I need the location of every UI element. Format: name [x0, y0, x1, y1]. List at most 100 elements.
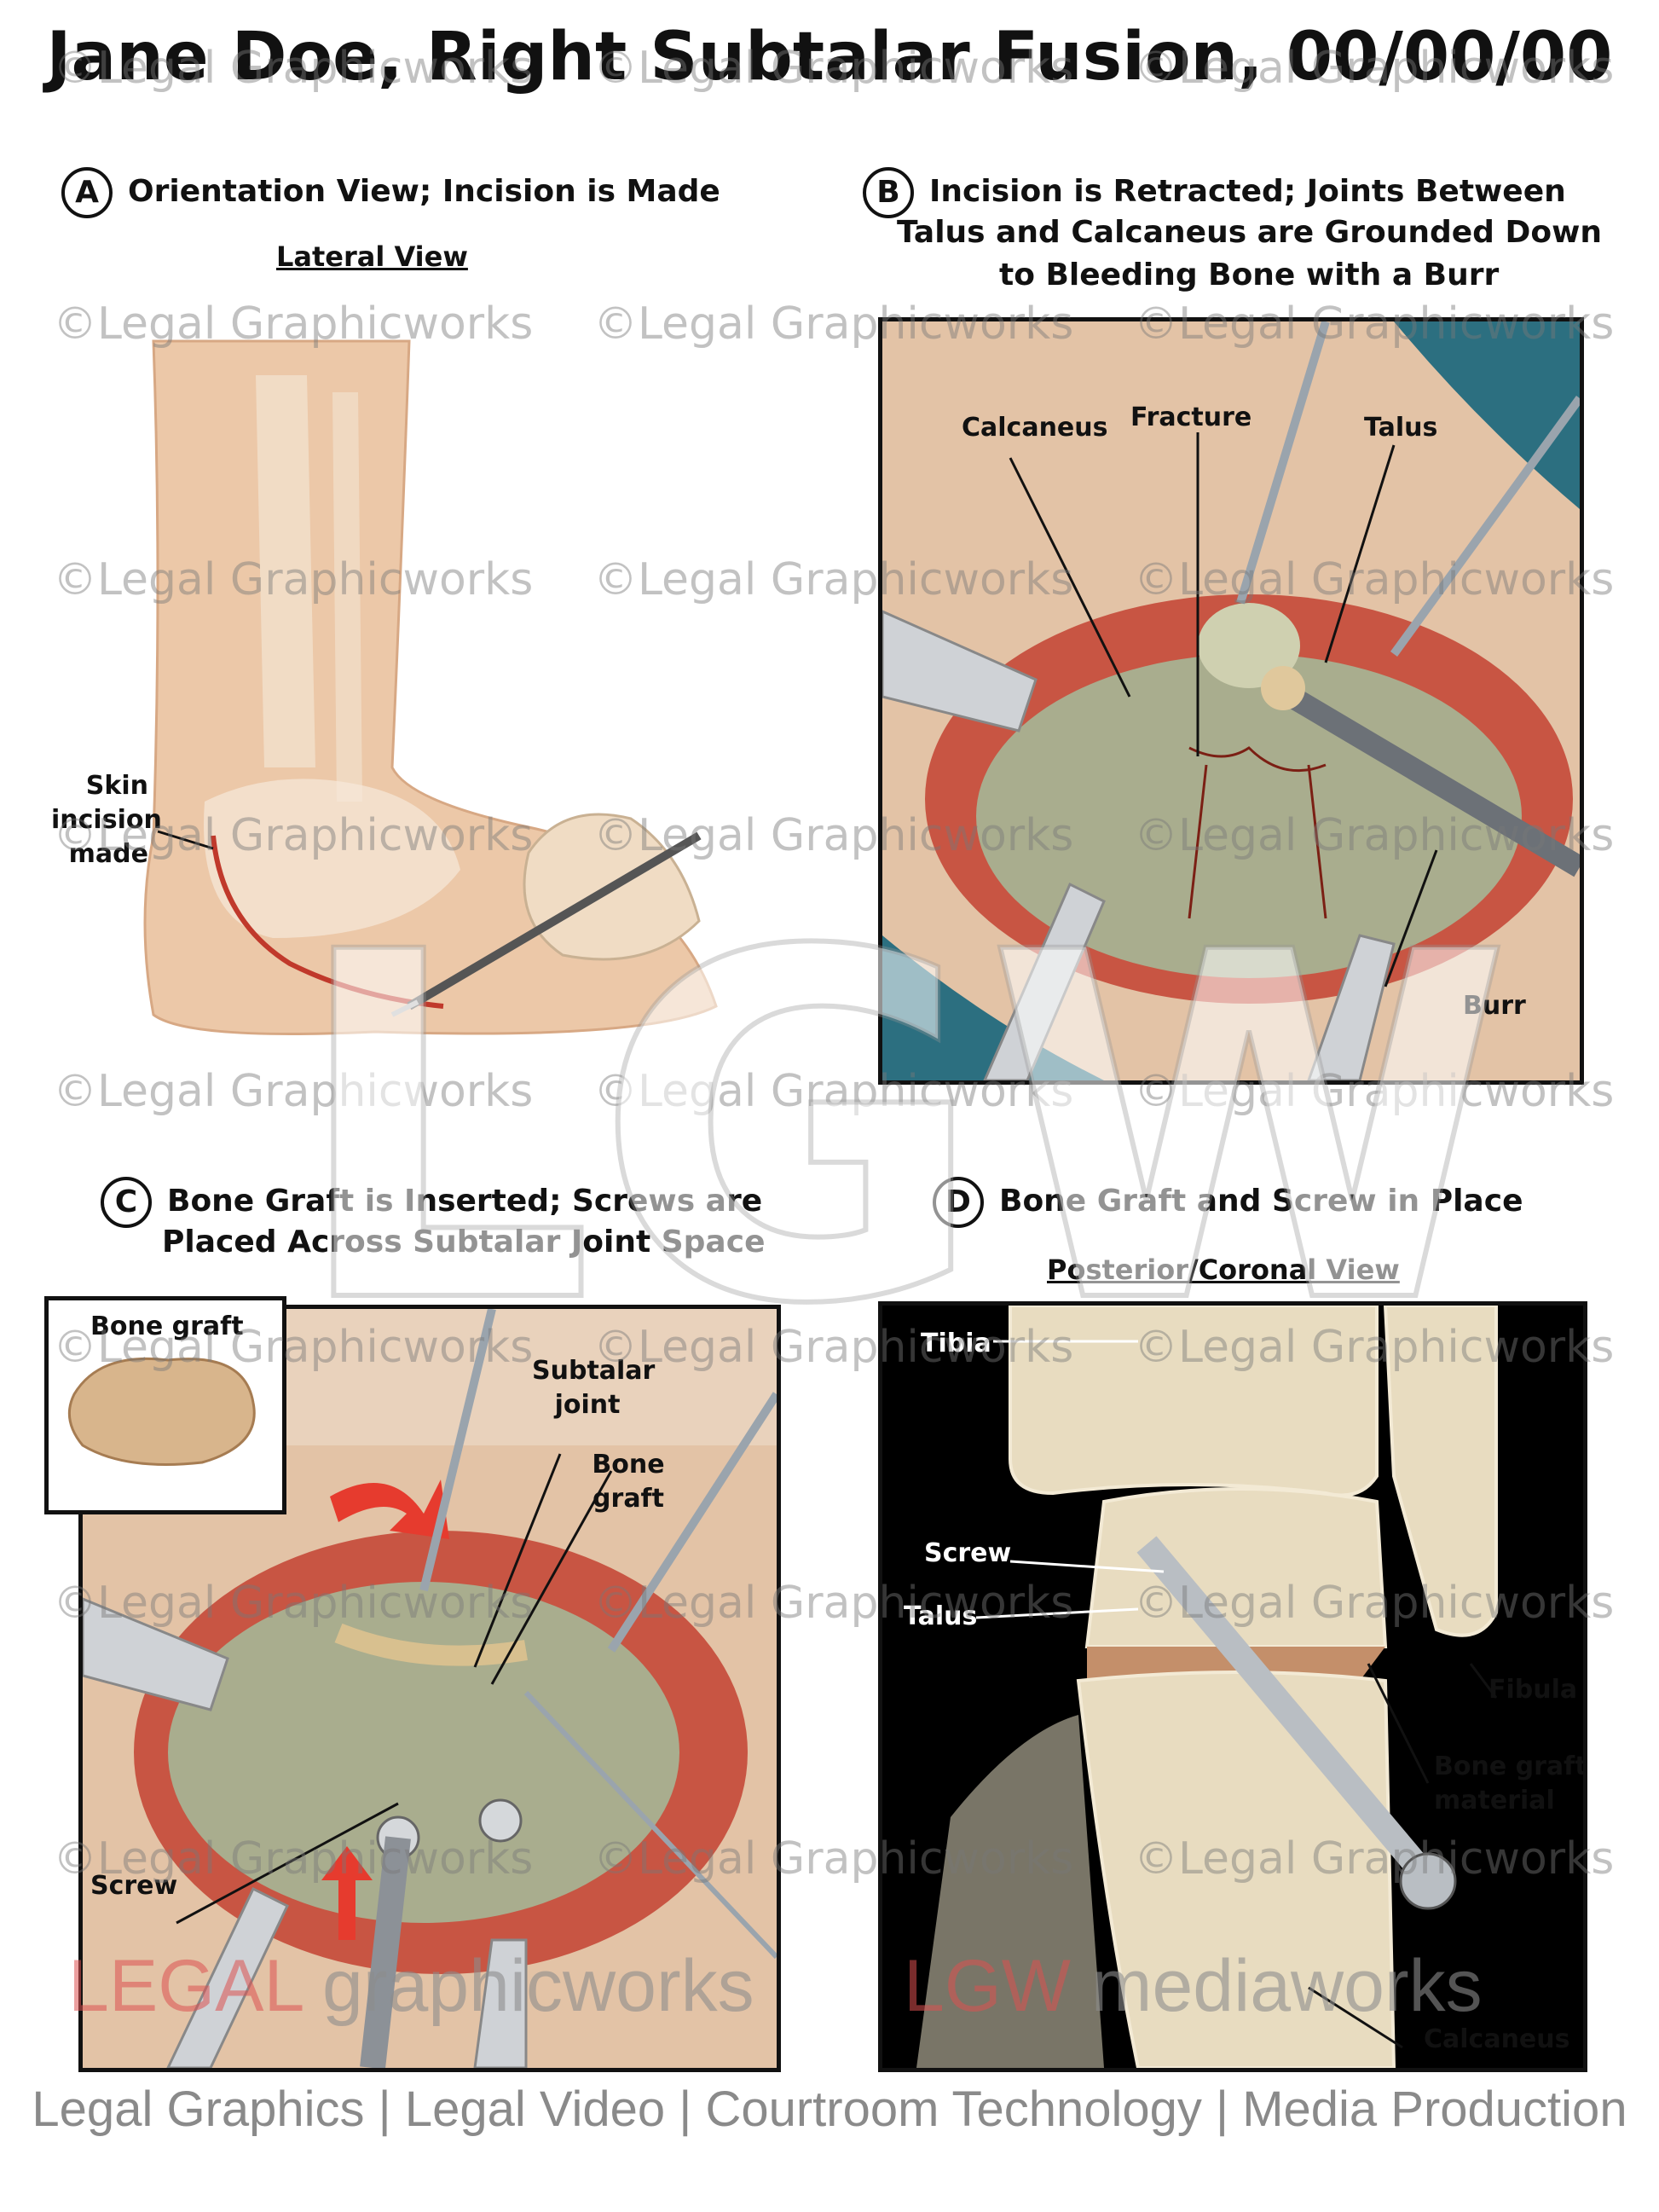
- talus-bone-shape-d: [1084, 1487, 1388, 1648]
- panel-c-letter: C: [101, 1177, 152, 1228]
- calcaneus-shape: [204, 779, 460, 938]
- calcaneus-leader-d: [1308, 1986, 1403, 2049]
- retractor-left: [882, 610, 1038, 733]
- bone-graft-leader-d: [1367, 1663, 1430, 1784]
- panel-b-frame: [878, 317, 1584, 1085]
- brand-legal-text: LEGAL: [68, 1945, 303, 2027]
- fibula-shape: [332, 392, 362, 802]
- screw-head-d: [1399, 1852, 1457, 1910]
- brand-legal-graphicworks: LEGAL graphicworks: [68, 1944, 754, 2029]
- red-arrow-screw: [321, 1846, 373, 1940]
- burr-tool: [1286, 686, 1580, 877]
- label-subtalar-joint: Subtalar joint: [532, 1354, 656, 1422]
- brand-lgw-text: LGW: [904, 1945, 1071, 2027]
- fracture-line: [1188, 746, 1327, 773]
- pin-c-1: [419, 1309, 496, 1592]
- panel-a-illustration: [143, 339, 718, 1035]
- label-skin-incision: Skin incision made: [51, 769, 162, 871]
- bone-graft-inset-svg: [67, 1357, 256, 1466]
- brand-graphicworks-text: graphicworks: [302, 1945, 754, 2027]
- label-burr: Burr: [1463, 991, 1526, 1021]
- panel-b-letter: B: [863, 167, 914, 218]
- label-calcaneus-d: Calcaneus: [1424, 2024, 1570, 2054]
- retractor-bottom: [983, 882, 1106, 1080]
- panel-a-subheading: Lateral View: [276, 240, 468, 273]
- tibia-shape: [256, 375, 315, 767]
- panel-c-frame: [78, 1305, 781, 2072]
- panel-b-heading-line1: Incision is Retracted; Joints Between: [929, 174, 1566, 209]
- panel-d-letter: D: [933, 1177, 984, 1228]
- panel-c-illustration: [83, 1309, 777, 2068]
- panel-c-heading: C Bone Graft is Inserted; Screws are: [101, 1177, 762, 1228]
- label-screw-c: Screw: [90, 1871, 178, 1901]
- calcaneus-bone-shape-c: [168, 1582, 679, 1923]
- pin-c-2: [607, 1392, 777, 1653]
- screw-shaft-d: [1136, 1536, 1430, 1877]
- label-calcaneus-b: Calcaneus: [962, 413, 1108, 443]
- panel-b-heading-line3: to Bleeding Bone with a Burr: [999, 258, 1500, 292]
- panel-d-subheading: Posterior/Coronal View: [1047, 1254, 1400, 1286]
- label-talus-d: Talus: [904, 1601, 978, 1631]
- talus-bone-shape: [1198, 603, 1300, 688]
- pin-c-3: [523, 1690, 777, 1960]
- brand-mediaworks-text: mediaworks: [1070, 1945, 1483, 2027]
- calcaneus-bone-shape-d: [1076, 1671, 1396, 2068]
- subtalar-leader: [473, 1453, 562, 1668]
- panel-d-frame: [878, 1301, 1587, 2072]
- page-title: Jane Doe, Right Subtalar Fusion, 00/00/0…: [46, 19, 1613, 96]
- retractor-pin-1: [1236, 321, 1330, 605]
- incision-line: [211, 835, 444, 1009]
- retractor-bottom-c: [166, 1886, 289, 2068]
- panel-d-heading: D Bone Graft and Screw in Place: [933, 1177, 1523, 1228]
- label-bone-graft-c-line2: graft: [592, 1484, 664, 1514]
- label-skin-incision-line2: incision: [51, 805, 162, 835]
- bone-graft-strip: [334, 1623, 528, 1666]
- brand-lgw-mediaworks: LGW mediaworks: [904, 1944, 1483, 2029]
- panel-c-heading-line1: Bone Graft is Inserted; Screws are: [167, 1184, 763, 1219]
- label-inset-bone-graft: Bone graft: [90, 1312, 244, 1341]
- panel-a-heading: A Orientation View; Incision is Made: [61, 167, 720, 218]
- panel-a-heading-text: Orientation View; Incision is Made: [128, 174, 720, 209]
- panel-d-illustration: [882, 1306, 1583, 2068]
- retractor-bottom-right-c: [473, 1938, 528, 2068]
- screw-leader-c: [176, 1802, 399, 1925]
- label-skin-incision-line1: Skin: [85, 771, 148, 801]
- panel-a-letter: A: [61, 167, 113, 218]
- label-fracture: Fracture: [1130, 402, 1252, 432]
- screwdriver: [360, 1836, 411, 2068]
- talus-leader-d: [975, 1607, 1139, 1619]
- calcaneus-bone-shape: [976, 654, 1522, 978]
- label-bone-graft-c: Bone graft: [590, 1448, 667, 1516]
- label-bone-graft-material-line2: material: [1434, 1786, 1555, 1815]
- label-talus-b: Talus: [1364, 413, 1438, 443]
- label-bone-graft-material: Bone graft material: [1434, 1750, 1587, 1818]
- red-arrow-graft: [330, 1479, 449, 1539]
- panel-c-heading-line2: Placed Across Subtalar Joint Space: [162, 1225, 766, 1259]
- footer-tagline: Legal Graphics | Legal Video | Courtroom…: [32, 2082, 1627, 2137]
- panel-d-heading-text: Bone Graft and Screw in Place: [999, 1184, 1523, 1219]
- bone-graft-inset: [44, 1296, 286, 1514]
- fibula-bone-shape: [1383, 1306, 1498, 1637]
- label-fibula: Fibula: [1488, 1675, 1578, 1705]
- calcaneus-leader-b: [1009, 457, 1131, 698]
- label-screw-d: Screw: [924, 1538, 1012, 1568]
- fibula-leader: [1469, 1663, 1498, 1699]
- label-bone-graft-material-line1: Bone graft: [1434, 1752, 1587, 1781]
- retractor-left-c: [83, 1597, 229, 1711]
- label-subtalar-line1: Subtalar: [532, 1356, 656, 1386]
- skin-incision-leader: [157, 830, 214, 850]
- screw-leader-d: [1009, 1560, 1165, 1573]
- screw-head-2: [478, 1798, 523, 1843]
- talus-leader-b: [1324, 444, 1396, 663]
- panel-b-heading: B Incision is Retracted; Joints Between: [863, 167, 1566, 218]
- retractor-bottom-right: [1307, 934, 1396, 1080]
- scalpel-blade: [390, 999, 419, 1017]
- label-bone-graft-c-line1: Bone: [592, 1450, 665, 1479]
- retractor-pin-2: [1390, 396, 1580, 657]
- burr-tip: [1261, 666, 1305, 710]
- burr-leader: [1384, 849, 1438, 987]
- foot-bones-background: [916, 1715, 1104, 2068]
- panel-b-illustration: [882, 321, 1580, 1080]
- tibia-bone-shape: [1009, 1306, 1379, 1497]
- label-tibia: Tibia: [921, 1329, 991, 1358]
